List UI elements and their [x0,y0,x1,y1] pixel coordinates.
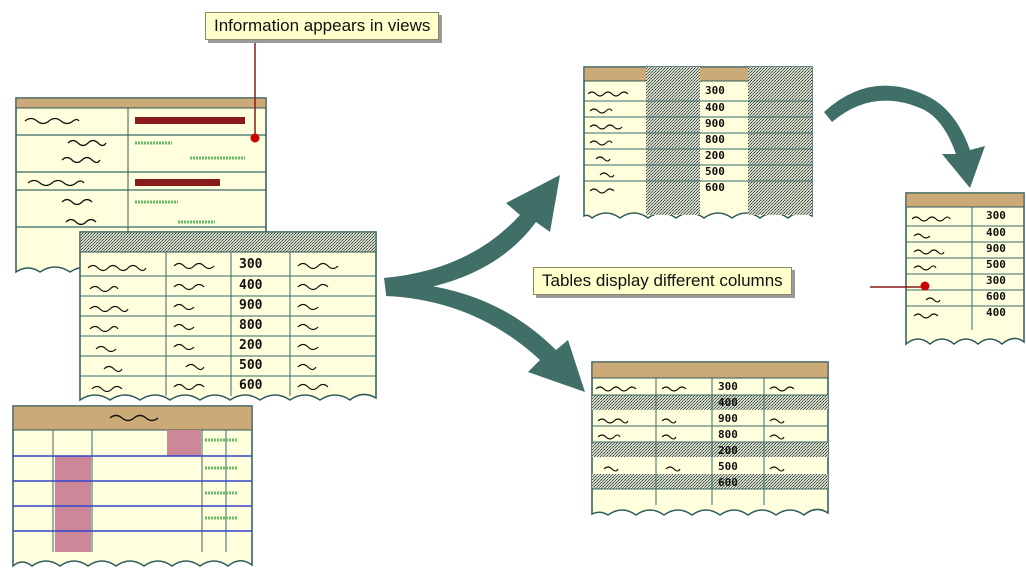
sheet-table-top-right: 300 400 900 800 200 500 600 [583,66,813,219]
cell-number: 300 [986,209,1006,222]
cell-number: 300 [718,380,738,393]
gantt-bar [135,179,220,186]
cell-number: 600 [239,378,263,393]
arrow-to-bottom-table [386,282,585,392]
cell-number: 500 [718,460,738,473]
cell-number: 400 [239,278,263,293]
cell-number: 900 [986,242,1006,255]
sheet-table-bottom-right: 300 400 900 800 200 500 600 [591,361,829,516]
cell-number: 600 [705,181,725,194]
cell-number: 500 [986,258,1006,271]
cell-number: 200 [718,444,738,457]
arrow-to-far-right-table [824,85,985,188]
callout-information-views: Information appears in views [205,12,440,40]
cell-number: 400 [705,101,725,114]
callout-marker-dot [920,281,930,291]
cell-number: 400 [986,226,1006,239]
cell-number: 600 [718,476,738,489]
cell-number: 800 [239,318,263,333]
cell-number: 500 [239,358,263,373]
cell-number: 500 [705,165,725,178]
sheet-table-far-right: 300 400 900 500 300 600 400 [905,192,1025,346]
callout-marker-dot [250,133,260,143]
cell-number: 800 [705,133,725,146]
cell-number: 400 [986,306,1006,319]
sheet-table-center: 300 400 900 800 200 500 600 [79,231,377,402]
cell-number: 300 [239,257,263,272]
cell-number: 900 [705,117,725,130]
cell-number: 300 [986,274,1006,287]
cell-number: 800 [718,428,738,441]
cell-number: 900 [239,298,263,313]
cell-number: 300 [705,84,725,97]
cell-number: 900 [718,412,738,425]
gantt-view [15,97,267,274]
cell-number: 200 [239,338,263,353]
cell-number: 200 [705,149,725,162]
arrow-to-top-table [384,175,560,294]
callout-tables-columns: Tables display different columns [533,267,792,295]
calendar-view [12,405,253,568]
cell-number: 600 [986,290,1006,303]
cell-number: 400 [718,396,738,409]
gantt-bar [135,117,245,124]
